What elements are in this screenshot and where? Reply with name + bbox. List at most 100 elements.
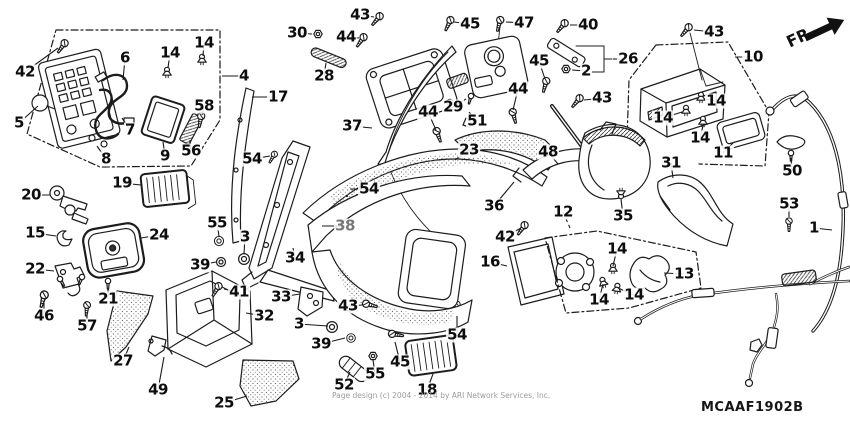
part-sketch-clip-15 — [56, 230, 73, 247]
part-callout-14[interactable]: 14 — [623, 285, 645, 304]
part-callout-14[interactable]: 14 — [193, 33, 215, 52]
part-callout-34[interactable]: 34 — [284, 248, 306, 267]
part-callout-44[interactable]: 44 — [335, 27, 357, 46]
part-callout-15[interactable]: 15 — [24, 223, 46, 242]
diagram-code: MCAAF1902B — [701, 400, 804, 415]
part-callout-23[interactable]: 23 — [458, 140, 480, 159]
part-callout-37[interactable]: 37 — [341, 116, 363, 135]
part-callout-13[interactable]: 13 — [673, 264, 695, 283]
part-callout-42[interactable]: 42 — [494, 227, 516, 246]
part-callout-25[interactable]: 25 — [213, 393, 235, 412]
part-callout-9[interactable]: 9 — [159, 146, 171, 165]
part-sketch-strip-28 — [310, 47, 347, 69]
part-callout-14[interactable]: 14 — [588, 290, 610, 309]
part-callout-39[interactable]: 39 — [310, 334, 332, 353]
part-callout-51[interactable]: 51 — [466, 111, 488, 130]
part-callout-14[interactable]: 14 — [652, 108, 674, 127]
part-callout-56[interactable]: 56 — [180, 141, 202, 160]
part-callout-53[interactable]: 53 — [778, 194, 800, 213]
part-callout-31[interactable]: 31 — [660, 153, 682, 172]
part-callout-35[interactable]: 35 — [612, 206, 634, 225]
part-callout-43[interactable]: 43 — [337, 296, 359, 315]
part-callout-2[interactable]: 2 — [580, 61, 592, 80]
part-callout-30[interactable]: 30 — [286, 23, 308, 42]
part-callout-54[interactable]: 54 — [358, 179, 380, 198]
part-sketch-pad-13 — [629, 255, 670, 293]
part-callout-43[interactable]: 43 — [349, 5, 371, 24]
part-callout-46[interactable]: 46 — [33, 306, 55, 325]
part-callout-14[interactable]: 14 — [606, 239, 628, 258]
part-callout-45[interactable]: 45 — [459, 14, 481, 33]
part-callout-40[interactable]: 40 — [577, 15, 599, 34]
part-callout-7[interactable]: 7 — [124, 120, 136, 139]
part-sketch-front-shelter — [302, 130, 561, 335]
part-sketch-hinge-33 — [297, 286, 324, 317]
part-sketch-gasket-27 — [106, 290, 154, 362]
part-callout-45[interactable]: 45 — [528, 51, 550, 70]
part-callout-10[interactable]: 10 — [742, 47, 764, 66]
part-callout-11[interactable]: 11 — [712, 143, 734, 162]
part-sketch-duct-31 — [657, 174, 734, 247]
part-callout-44[interactable]: 44 — [507, 79, 529, 98]
part-callout-36[interactable]: 36 — [483, 196, 505, 215]
group-26-bracket — [575, 45, 613, 73]
part-callout-48[interactable]: 48 — [537, 142, 559, 161]
part-callout-45[interactable]: 45 — [389, 352, 411, 371]
part-sketch-pocket-housing — [578, 121, 651, 200]
part-callout-8[interactable]: 8 — [100, 149, 112, 168]
part-callout-52[interactable]: 52 — [333, 375, 355, 394]
part-callout-55[interactable]: 55 — [206, 213, 228, 232]
part-callout-32[interactable]: 32 — [253, 306, 275, 325]
part-callout-19[interactable]: 19 — [111, 173, 133, 192]
part-callout-57[interactable]: 57 — [76, 316, 98, 335]
part-sketch-vent-18 — [404, 334, 458, 377]
part-callout-24[interactable]: 24 — [148, 225, 170, 244]
part-callout-58[interactable]: 58 — [193, 96, 215, 115]
part-callout-47[interactable]: 47 — [513, 13, 535, 32]
part-callout-3[interactable]: 3 — [293, 314, 305, 333]
part-callout-50[interactable]: 50 — [781, 161, 803, 180]
part-sketch-pocket-16 — [507, 236, 565, 306]
part-callout-14[interactable]: 14 — [159, 43, 181, 62]
part-callout-54[interactable]: 54 — [446, 325, 468, 344]
part-callout-14[interactable]: 14 — [689, 128, 711, 147]
part-callout-38[interactable]: 38 — [334, 216, 356, 235]
part-callout-18[interactable]: 18 — [416, 380, 438, 399]
part-callout-28[interactable]: 28 — [313, 66, 335, 85]
part-callout-42[interactable]: 42 — [14, 62, 36, 81]
part-callout-26[interactable]: 26 — [617, 49, 639, 68]
part-callout-1[interactable]: 1 — [808, 218, 820, 237]
part-callout-4[interactable]: 4 — [238, 66, 250, 85]
part-callout-49[interactable]: 49 — [147, 380, 169, 399]
part-callout-27[interactable]: 27 — [112, 351, 134, 370]
part-callout-44[interactable]: 44 — [417, 102, 439, 121]
part-sketch-vent-19 — [139, 169, 197, 210]
fr-arrow-icon — [803, 17, 845, 42]
group-12-13-outline — [544, 230, 702, 314]
part-sketch-bracket-2 — [546, 37, 586, 68]
part-sketch-pad-11 — [716, 112, 766, 150]
part-callout-22[interactable]: 22 — [24, 259, 46, 278]
part-sketch-throttle-cables — [633, 265, 850, 388]
part-callout-20[interactable]: 20 — [20, 185, 42, 204]
part-sketch-keys-20 — [49, 185, 89, 225]
part-callout-14[interactable]: 14 — [705, 91, 727, 110]
part-callout-16[interactable]: 16 — [479, 252, 501, 271]
part-callout-5[interactable]: 5 — [13, 113, 25, 132]
part-sketch-harness — [88, 71, 135, 148]
part-sketch-control-unit — [140, 95, 186, 144]
part-callout-43[interactable]: 43 — [703, 22, 725, 41]
part-callout-6[interactable]: 6 — [119, 48, 131, 67]
part-callout-41[interactable]: 41 — [228, 282, 250, 301]
part-callout-21[interactable]: 21 — [97, 289, 119, 308]
part-callout-33[interactable]: 33 — [270, 287, 292, 306]
part-callout-43[interactable]: 43 — [591, 88, 613, 107]
part-callout-17[interactable]: 17 — [267, 87, 289, 106]
part-callout-3[interactable]: 3 — [239, 227, 251, 246]
part-callout-39[interactable]: 39 — [189, 255, 211, 274]
part-callout-29[interactable]: 29 — [442, 97, 464, 116]
part-callout-12[interactable]: 12 — [552, 202, 574, 221]
part-callout-55[interactable]: 55 — [364, 364, 386, 383]
part-callout-54[interactable]: 54 — [241, 149, 263, 168]
